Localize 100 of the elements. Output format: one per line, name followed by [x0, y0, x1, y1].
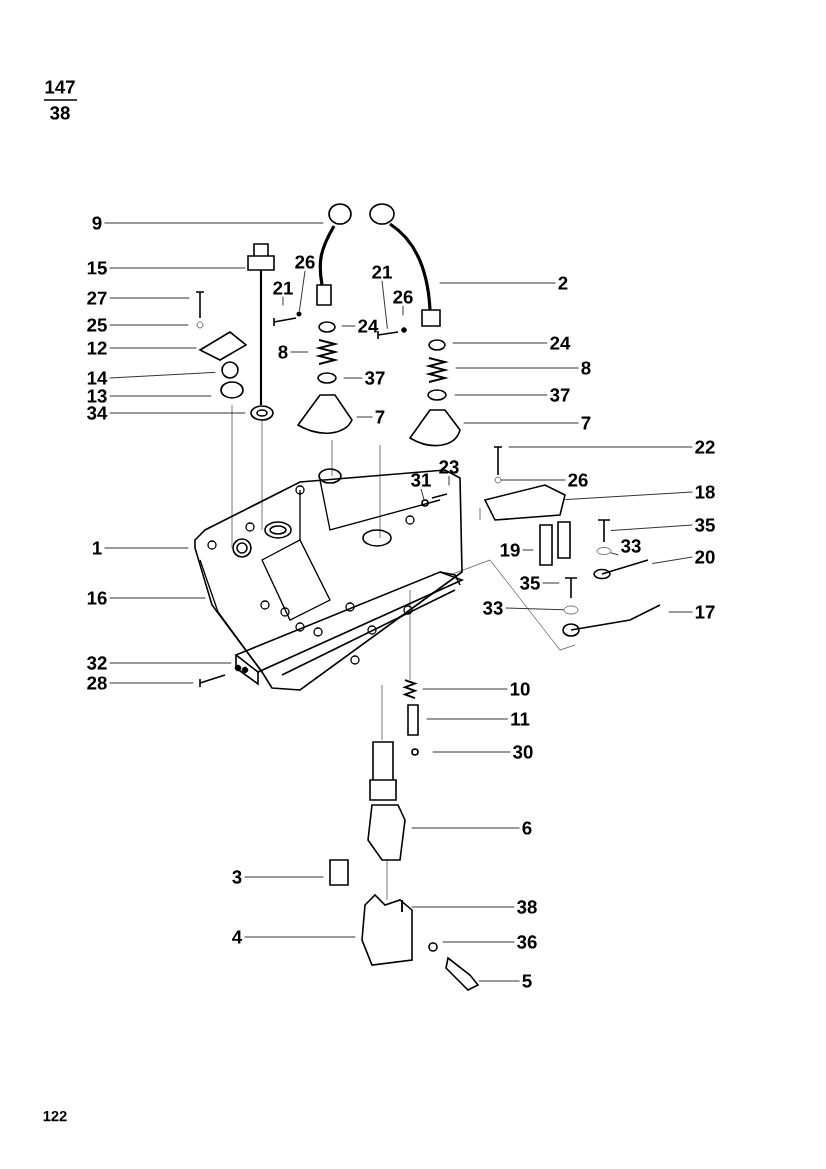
callout-number: 1 — [93, 541, 102, 555]
washer — [421, 499, 429, 507]
leader-line — [109, 267, 246, 269]
callout-number: 17 — [695, 605, 715, 619]
leader-line — [452, 342, 548, 344]
leader-line — [104, 547, 189, 549]
callout-number: 2 — [558, 276, 568, 290]
leader-line — [651, 556, 693, 564]
callout-number: 3 — [232, 870, 242, 884]
callout-number: 24 — [550, 336, 571, 350]
leader-line — [439, 282, 556, 284]
leader-line — [442, 941, 515, 943]
leader-line — [109, 682, 194, 684]
leader-line — [505, 607, 565, 611]
callout-number: 14 — [87, 371, 108, 385]
leader-line — [564, 491, 693, 500]
leader-line — [455, 367, 579, 369]
callout-number: 5 — [522, 974, 532, 988]
callout-number: 33 — [483, 601, 503, 615]
callout-number: 11 — [511, 712, 530, 726]
callout-number: 9 — [92, 216, 102, 230]
callout-number: 18 — [695, 485, 715, 499]
leader-line — [411, 827, 520, 829]
callout-number: 10 — [510, 682, 530, 696]
callout-number: 7 — [375, 410, 385, 424]
callout-number: 35 — [520, 576, 540, 590]
callout-number: 21 — [273, 281, 293, 295]
leader-line — [420, 488, 425, 500]
leader-line — [109, 297, 190, 299]
callout-number: 34 — [87, 406, 108, 420]
callout-number: 7 — [581, 416, 591, 430]
leader-line — [244, 936, 356, 938]
callout-number: 27 — [87, 291, 107, 305]
lever-drawing — [593, 559, 649, 580]
washer — [563, 605, 579, 615]
callout-number: 31 — [411, 473, 431, 487]
callout-number: 22 — [695, 440, 715, 454]
callout-number: 26 — [393, 290, 413, 304]
callout-number: 26 — [568, 473, 588, 487]
callout-number: 16 — [87, 591, 107, 605]
leader-line — [432, 751, 511, 753]
callout-number: 35 — [695, 518, 715, 532]
leader-line — [402, 305, 404, 316]
leader-line — [381, 280, 388, 330]
washer — [596, 547, 612, 555]
leader-line — [109, 597, 206, 599]
callout-number: 8 — [278, 345, 288, 359]
callout-number: 23 — [439, 460, 459, 474]
callout-number: 12 — [87, 341, 107, 355]
callout-number: 37 — [365, 371, 385, 385]
leader-line — [290, 351, 309, 353]
leader-line — [109, 395, 212, 397]
callout-number: 6 — [522, 821, 532, 835]
leader-line — [668, 611, 693, 613]
leader-line — [299, 270, 306, 312]
leader-line — [508, 446, 693, 448]
callout-number: 30 — [513, 745, 533, 759]
leader-line — [454, 394, 548, 396]
leader-line — [282, 296, 284, 306]
callout-number: 19 — [500, 543, 520, 557]
leader-line — [610, 524, 693, 531]
leader-line — [610, 552, 619, 556]
bolt-drawing — [597, 519, 611, 543]
washer — [296, 311, 302, 317]
leader-line — [448, 475, 450, 486]
label-text: 147 — [45, 80, 75, 94]
callout-number: 20 — [695, 550, 715, 564]
label-text: 122 — [43, 1110, 67, 1122]
leader-line — [109, 412, 246, 414]
leader-line — [104, 222, 324, 224]
callout-number: 15 — [87, 261, 107, 275]
leader-line — [478, 980, 520, 982]
callout-number: 4 — [232, 930, 243, 944]
leader-line — [522, 549, 534, 551]
leader-line — [356, 416, 373, 418]
leader-line — [109, 324, 189, 326]
callout-number: 28 — [87, 676, 107, 690]
callout-number: 33 — [621, 539, 641, 553]
callout-number: 25 — [87, 318, 107, 332]
callout-number: 13 — [87, 389, 107, 403]
callout-number: 36 — [517, 935, 537, 949]
leader-line — [244, 876, 324, 878]
callout-number: 24 — [358, 319, 379, 333]
leader-line — [109, 662, 232, 664]
leader-line — [411, 906, 515, 908]
callout-number: 26 — [295, 255, 315, 269]
leader-line — [343, 377, 363, 379]
leader-line — [500, 479, 566, 481]
leader-line — [463, 422, 579, 424]
leader-line — [109, 347, 197, 349]
leader-line — [109, 371, 216, 379]
screw-drawing — [377, 330, 399, 340]
leader-line — [422, 688, 508, 690]
callout-number: 37 — [550, 388, 570, 402]
callout-number: 38 — [517, 900, 537, 914]
label-text: 38 — [50, 106, 70, 120]
leader-line — [426, 718, 509, 720]
callout-number: 21 — [372, 265, 392, 279]
leader-line — [542, 582, 560, 584]
callout-number: 8 — [581, 361, 591, 375]
